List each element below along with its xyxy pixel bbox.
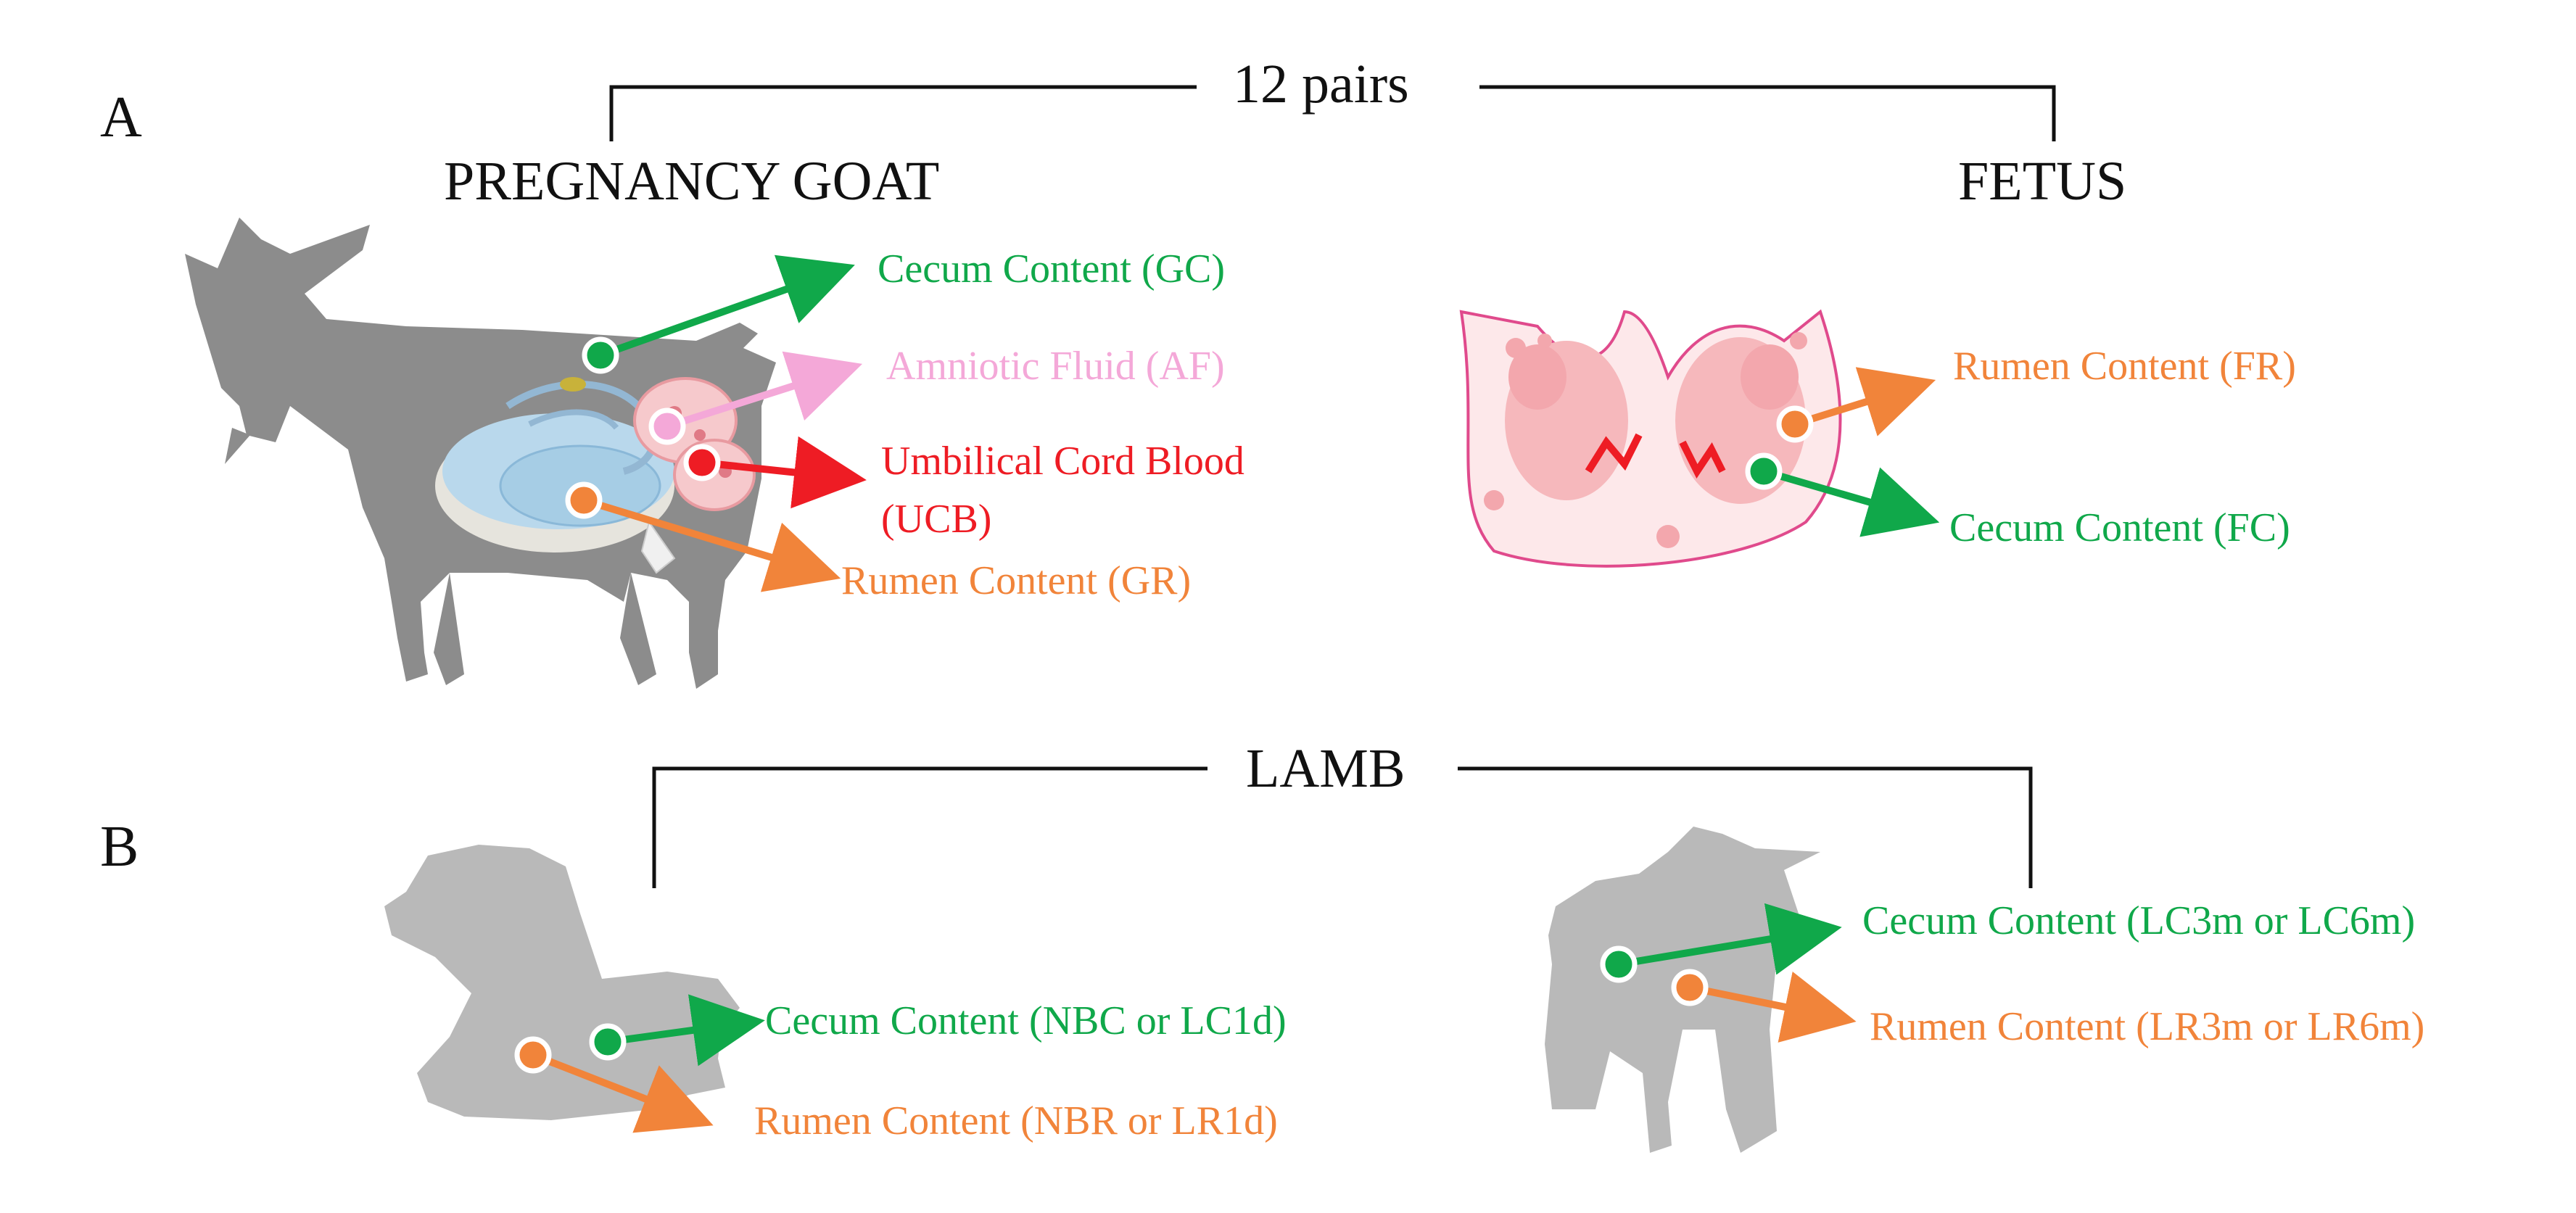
label-amniotic-fluid: Amniotic Fluid (AF) <box>886 344 1225 389</box>
arrow-goat-cecum <box>599 254 855 359</box>
arrow-older-rumen <box>1688 971 1857 1043</box>
arrow-umbilical-cord-blood <box>701 436 867 509</box>
panel-b-letter: B <box>100 815 139 879</box>
arrow-goat-rumen <box>582 497 841 592</box>
bracket-label-lamb: LAMB <box>1246 738 1405 799</box>
arrow-newborn-rumen <box>532 1051 714 1133</box>
newborn-lamb-illustration <box>384 845 740 1120</box>
bracket-label-12-pairs: 12 pairs <box>1233 54 1409 115</box>
label-older-cecum: Cecum Content (LC3m or LC6m) <box>1862 898 2416 943</box>
label-newborn-rumen: Rumen Content (NBR or LR1d) <box>754 1098 1278 1143</box>
arrow-fetus-rumen <box>1793 367 1936 436</box>
pregnant-goat-illustration <box>185 218 776 689</box>
arrow-fetus-cecum <box>1762 467 1940 537</box>
label-fetus-cecum: Cecum Content (FC) <box>1949 505 2290 550</box>
label-fetus-rumen: Rumen Content (FR) <box>1953 344 2296 389</box>
label-older-rumen: Rumen Content (LR3m or LR6m) <box>1870 1004 2425 1049</box>
bracket-12-pairs <box>609 85 2056 141</box>
label-goat-rumen: Rumen Content (GR) <box>841 558 1192 603</box>
fetus-title: FETUS <box>1958 151 2127 212</box>
label-umbilical-cord-blood-line2: (UCB) <box>881 497 992 542</box>
fetus-illustration <box>1459 309 1842 568</box>
panel-a-letter: A <box>100 86 142 149</box>
pregnancy-goat-title: PREGNANCY GOAT <box>444 151 940 212</box>
arrow-older-cecum <box>1618 903 1842 975</box>
label-umbilical-cord-blood-line1: Umbilical Cord Blood <box>881 439 1244 484</box>
label-newborn-cecum: Cecum Content (NBC or LC1d) <box>765 998 1287 1043</box>
arrow-newborn-cecum <box>607 994 765 1067</box>
label-goat-cecum: Cecum Content (GC) <box>878 247 1226 291</box>
arrow-amniotic-fluid <box>666 351 863 430</box>
bracket-lamb <box>652 766 2033 888</box>
